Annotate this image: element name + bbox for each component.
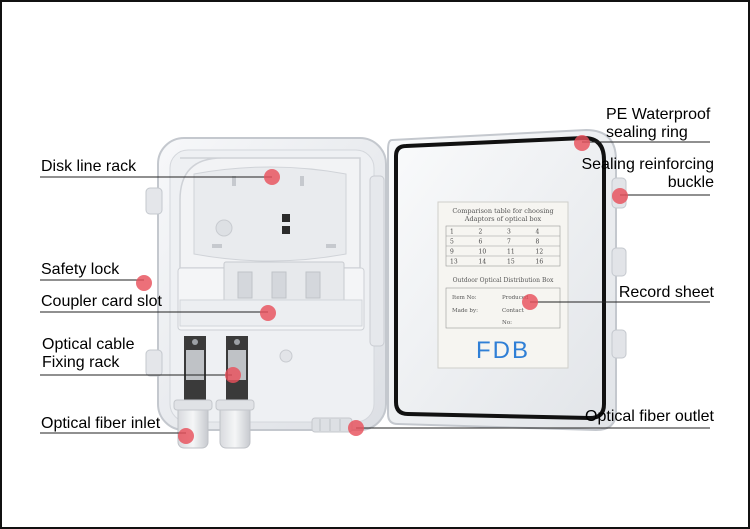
- record-field-no: No:: [502, 320, 512, 326]
- marker-fiber-outlet: [348, 420, 364, 436]
- record-field-item-no: Item No:: [452, 295, 477, 301]
- label-safety-lock: Safety lock: [41, 261, 120, 278]
- table-cell: 14: [479, 259, 487, 266]
- marker-fiber-inlet: [178, 428, 194, 444]
- marker-disk-line-rack: [264, 169, 280, 185]
- marker-sealing-ring: [574, 135, 590, 151]
- table-cell: 13: [450, 259, 458, 266]
- table-cell: 8: [536, 239, 540, 246]
- label-optical-fiber-inlet: Optical fiber inlet: [41, 415, 161, 432]
- record-sheet-title-1: Comparison table for choosing: [452, 207, 553, 215]
- table-cell: 3: [507, 229, 511, 236]
- record-field-produced: Produced: [502, 295, 529, 301]
- marker-safety-lock: [136, 275, 152, 291]
- disk-line-rack: [179, 157, 361, 269]
- record-sheet-title-2: Adaptors of optical box: [464, 215, 542, 223]
- table-cell: 16: [536, 259, 544, 266]
- label-sealing-buckle-line-2: buckle: [667, 174, 714, 191]
- table-cell: 10: [479, 249, 487, 256]
- record-sheet: Comparison table for choosing Adaptors o…: [437, 201, 569, 369]
- callout-markers: [136, 135, 628, 444]
- label-disk-line-rack: Disk line rack: [41, 158, 137, 175]
- label-pe-waterproof-line-1: PE Waterproof: [606, 106, 711, 123]
- record-sheet-subtitle: Outdoor Optical Distribution Box: [453, 277, 554, 284]
- label-optical-cable-line-2: Fixing rack: [42, 354, 120, 371]
- marker-sealing-buckle: [612, 188, 628, 204]
- label-sealing-buckle-line-1: Sealing reinforcing: [581, 156, 714, 173]
- leader-lines: [40, 141, 710, 434]
- table-cell: 11: [507, 249, 515, 256]
- marker-record-sheet: [522, 294, 538, 310]
- table-cell: 2: [479, 229, 483, 236]
- table-cell: 4: [536, 229, 540, 236]
- table-cell: 9: [450, 249, 454, 256]
- table-cell: 7: [507, 239, 511, 246]
- table-cell: 6: [479, 239, 483, 246]
- label-record-sheet: Record sheet: [618, 284, 714, 301]
- optical-fiber-outlet-ports: [311, 417, 353, 433]
- table-cell: 5: [450, 239, 454, 246]
- label-coupler-card-slot: Coupler card slot: [41, 293, 162, 310]
- brand-logo-text: FDB: [476, 337, 530, 364]
- table-cell: 1: [450, 229, 454, 236]
- marker-cable-fixing-rack: [225, 367, 241, 383]
- label-pe-waterproof-line-2: sealing ring: [606, 124, 688, 141]
- record-field-contact: Contact: [502, 308, 525, 314]
- record-field-made-by: Made by:: [452, 308, 478, 314]
- table-cell: 12: [536, 249, 544, 256]
- label-optical-cable-line-1: Optical cable: [42, 336, 135, 353]
- marker-coupler-card-slot: [260, 305, 276, 321]
- pe-sealing-ring: [394, 135, 606, 421]
- table-cell: 15: [507, 259, 515, 266]
- coupler-card-slot: [177, 261, 365, 331]
- label-optical-fiber-outlet: Optical fiber outlet: [585, 408, 714, 425]
